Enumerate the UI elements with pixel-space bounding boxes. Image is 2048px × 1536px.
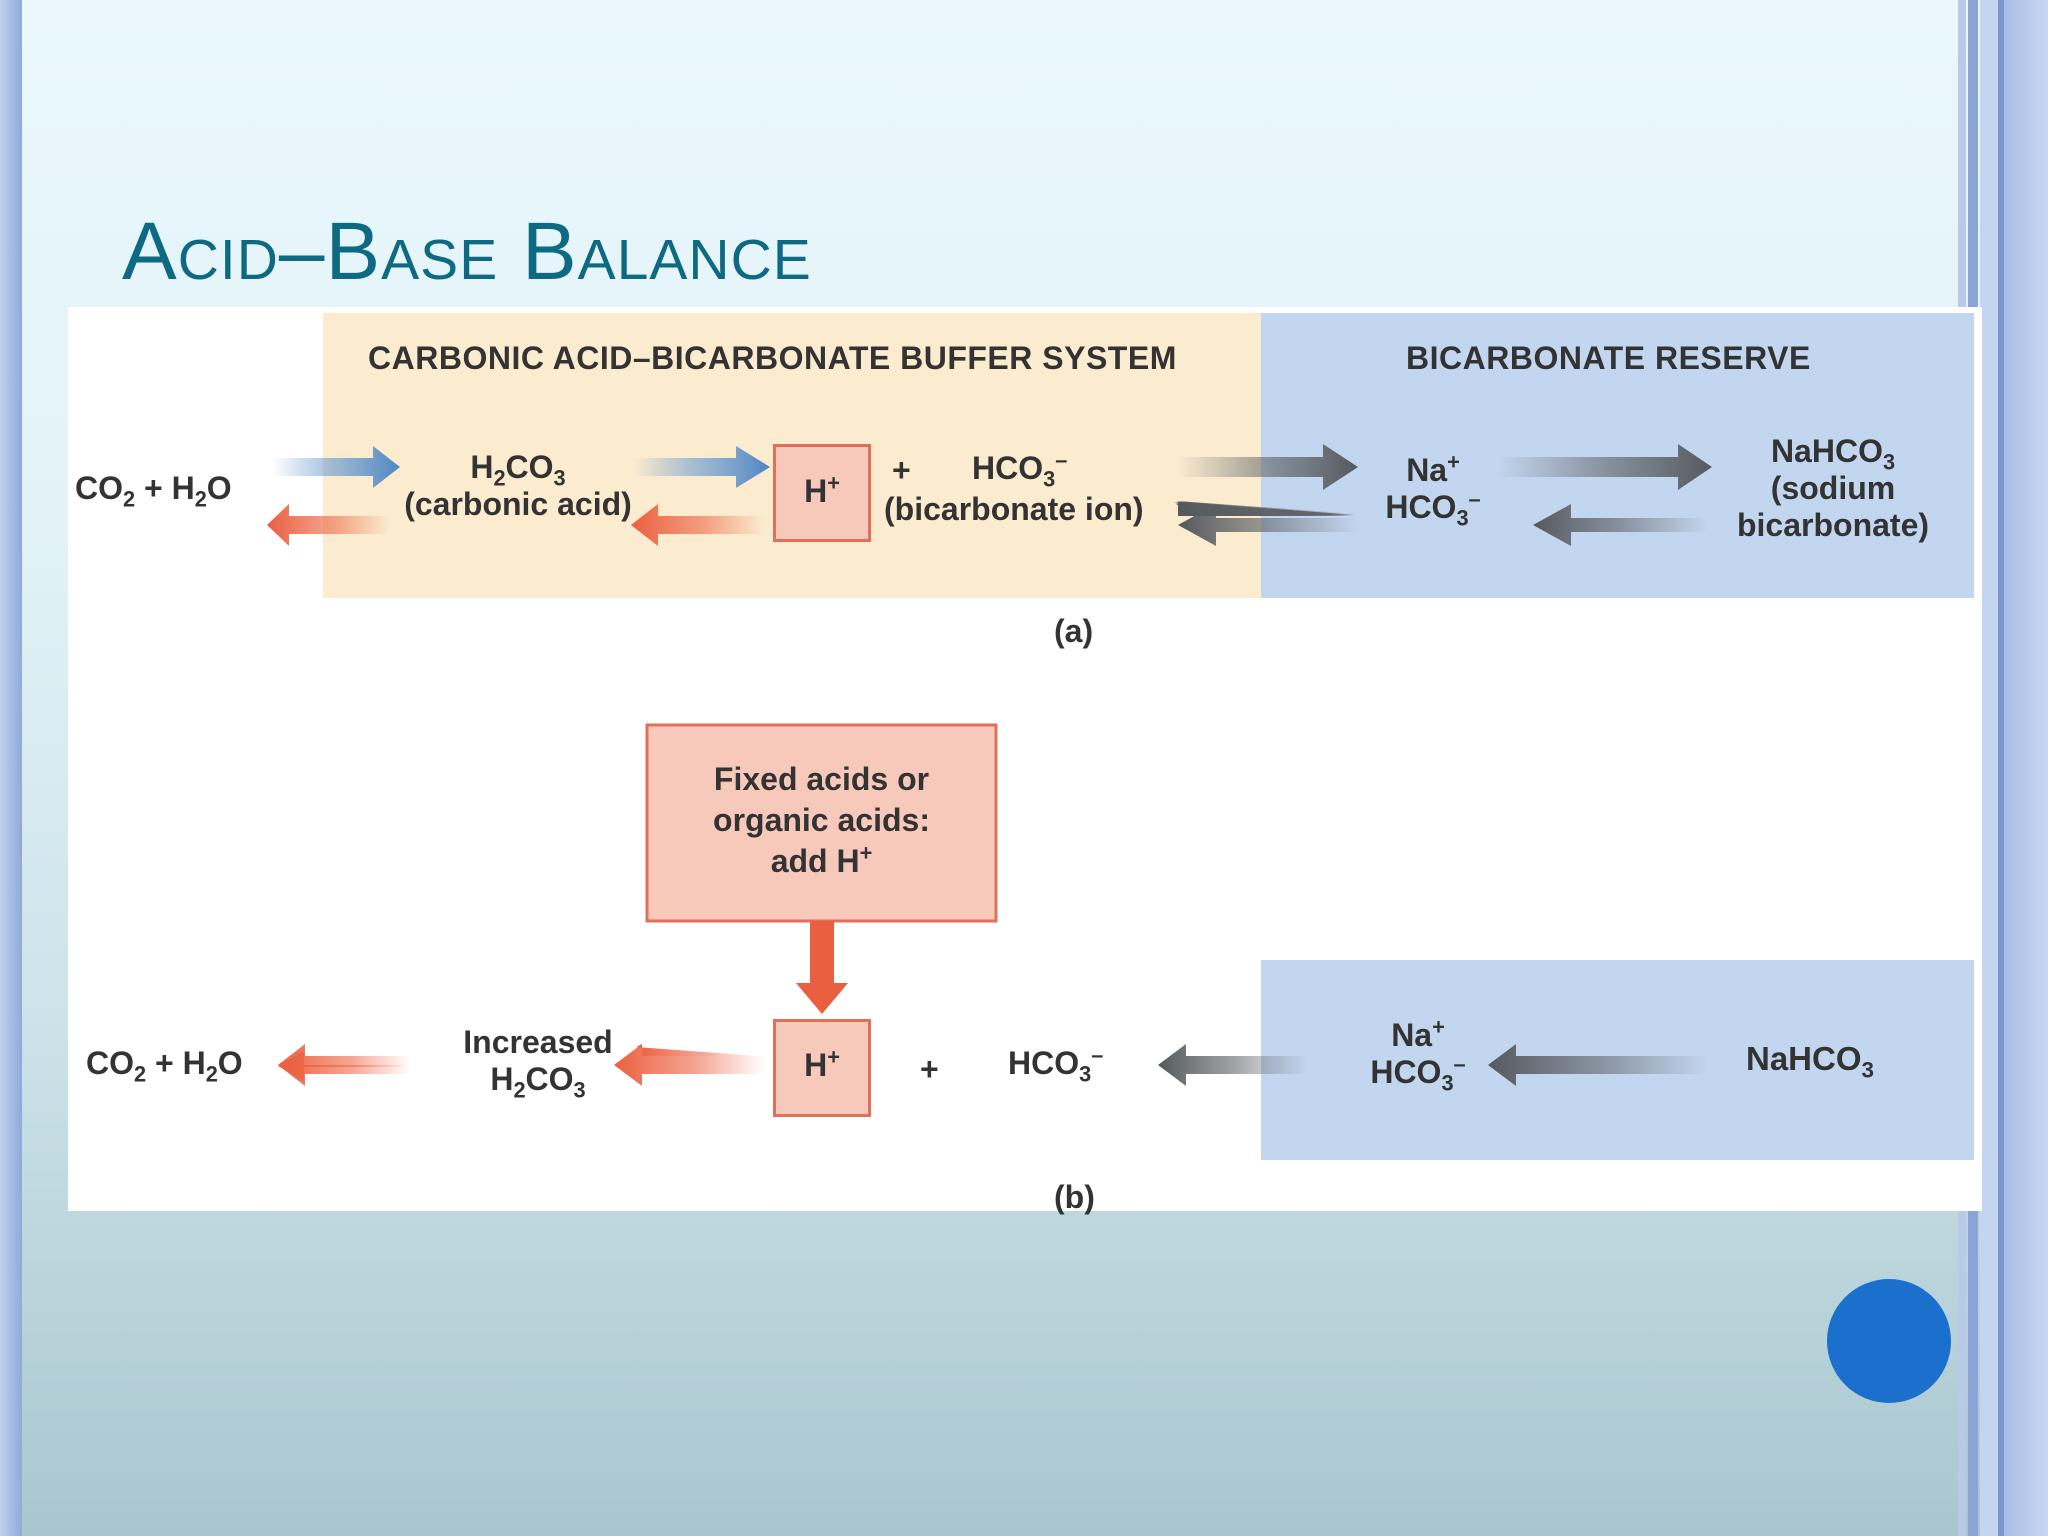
arrow-left-h2co3-to-co2 [267, 504, 389, 546]
fixed-acids-line2: organic acids: [713, 802, 930, 838]
na-ion-a: Na+ [1406, 449, 1460, 488]
arrow-left-na-hco3-to-bicarbonate-ion [1176, 502, 1358, 515]
right-stripe-outer [2004, 0, 2048, 1536]
hco3-reserve-b: HCO3– [1370, 1051, 1466, 1096]
increased-word: Increased [463, 1024, 613, 1060]
h2co3-formula-b: H2CO3 [490, 1060, 586, 1103]
right-stripe-band [1980, 0, 1998, 1536]
plus-sign-a: + [892, 452, 911, 488]
bicarbonate-reserve-header: BICARBONATE RESERVE [1406, 340, 1811, 376]
arrow-right-hco3-to-reserve [1178, 444, 1358, 490]
buffer-system-header: CARBONIC ACID–BICARBONATE BUFFER SYSTEM [368, 340, 1177, 376]
na-hco3-reserve-a: Na+ HCO3– [1368, 449, 1498, 531]
arrow-left-b-nahco3-to-na [1488, 1044, 1708, 1086]
fixed-acids-text: Fixed acids or organic acids: add H+ [647, 759, 996, 882]
diagram-shapes [267, 313, 1974, 1160]
fixed-acids-box [645, 723, 998, 923]
h-ion-box-a [773, 444, 871, 542]
left-edge-stripe [0, 0, 22, 1536]
nahco3-formula-a: NaHCO3 [1770, 433, 1896, 475]
buffer-diagram: CARBONIC ACID–BICARBONATE BUFFER SYSTEM … [68, 307, 1982, 1215]
bicarbonate-reserve-panel-a [1261, 313, 1974, 598]
co2-plus-water-a: CO2 + H2O [75, 470, 232, 512]
arrow-left-h-to-h2co3 [631, 504, 764, 546]
sodium-bicarbonate-label: NaHCO3 (sodium bicarbonate) [1708, 433, 1958, 543]
carbonic-acid-label: H2CO3 (carbonic acid) [398, 449, 638, 523]
sodium-line: (sodium [1770, 469, 1896, 506]
slide-title: Acid–Base Balance [122, 206, 812, 297]
arrow-right-na-to-nahco3 [1498, 444, 1712, 490]
carbonic-acid-name: (carbonic acid) [404, 485, 632, 522]
co2-plus-water-b: CO2 + H2O [86, 1045, 243, 1087]
increased-h2co3-label: Increased H2CO3 [438, 1024, 638, 1103]
bicarbonate-ion-name: (bicarbonate ion) [884, 491, 1144, 527]
panel-a-label: (a) [1054, 613, 1094, 649]
arrow-left-nahco3-to-na [1533, 504, 1708, 546]
arrow-down-fixed-acids-to-h [796, 921, 848, 1014]
arrow-left-na-hco3-real [1178, 504, 1358, 546]
na-hco3-reserve-b: Na+ HCO3– [1353, 1014, 1483, 1096]
h-ion-box-b [773, 1019, 871, 1117]
h-ion-label-a: H+ [804, 470, 840, 509]
arrow-left-b-h-main [614, 1044, 764, 1086]
h-ion-label-b: H+ [804, 1044, 840, 1083]
bicarbonate-line: bicarbonate) [1736, 506, 1930, 543]
decorative-blue-circle [1827, 1279, 1951, 1403]
hco3-reserve-a: HCO3– [1385, 486, 1481, 531]
arrow-right-co2-to-h2co3 [273, 446, 400, 488]
right-stripe-line [1998, 0, 2004, 1536]
hco3-formula-b: HCO3– [1008, 1042, 1104, 1087]
hco3-formula-a: HCO3– [972, 447, 1068, 492]
na-ion-b: Na+ [1391, 1014, 1445, 1053]
arrow-left-b-co2-main [278, 1044, 410, 1086]
plus-sign-b: + [920, 1051, 939, 1087]
fixed-acids-line1: Fixed acids or [713, 761, 930, 797]
panel-b-label: (b) [1054, 1179, 1095, 1215]
fixed-acids-line3: add H+ [770, 840, 873, 879]
h2co3-formula: H2CO3 [470, 449, 566, 491]
nahco3-formula-b: NaHCO3 [1746, 1040, 1875, 1083]
arrow-left-b-reserve-to-hco3 [1158, 1044, 1308, 1086]
arrow-left-h-to-h2co3-b [636, 1044, 758, 1056]
arrow-right-h2co3-to-h [634, 446, 770, 488]
